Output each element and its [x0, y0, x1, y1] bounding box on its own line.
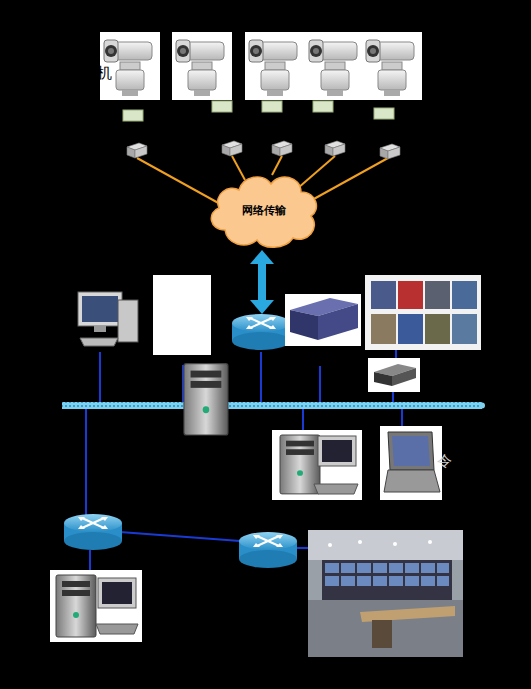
- network-cloud: 网络传输: [205, 168, 323, 252]
- node-label: 网络传输: [242, 203, 286, 218]
- device-label: 机: [97, 64, 112, 83]
- device-label: 令: [437, 452, 452, 471]
